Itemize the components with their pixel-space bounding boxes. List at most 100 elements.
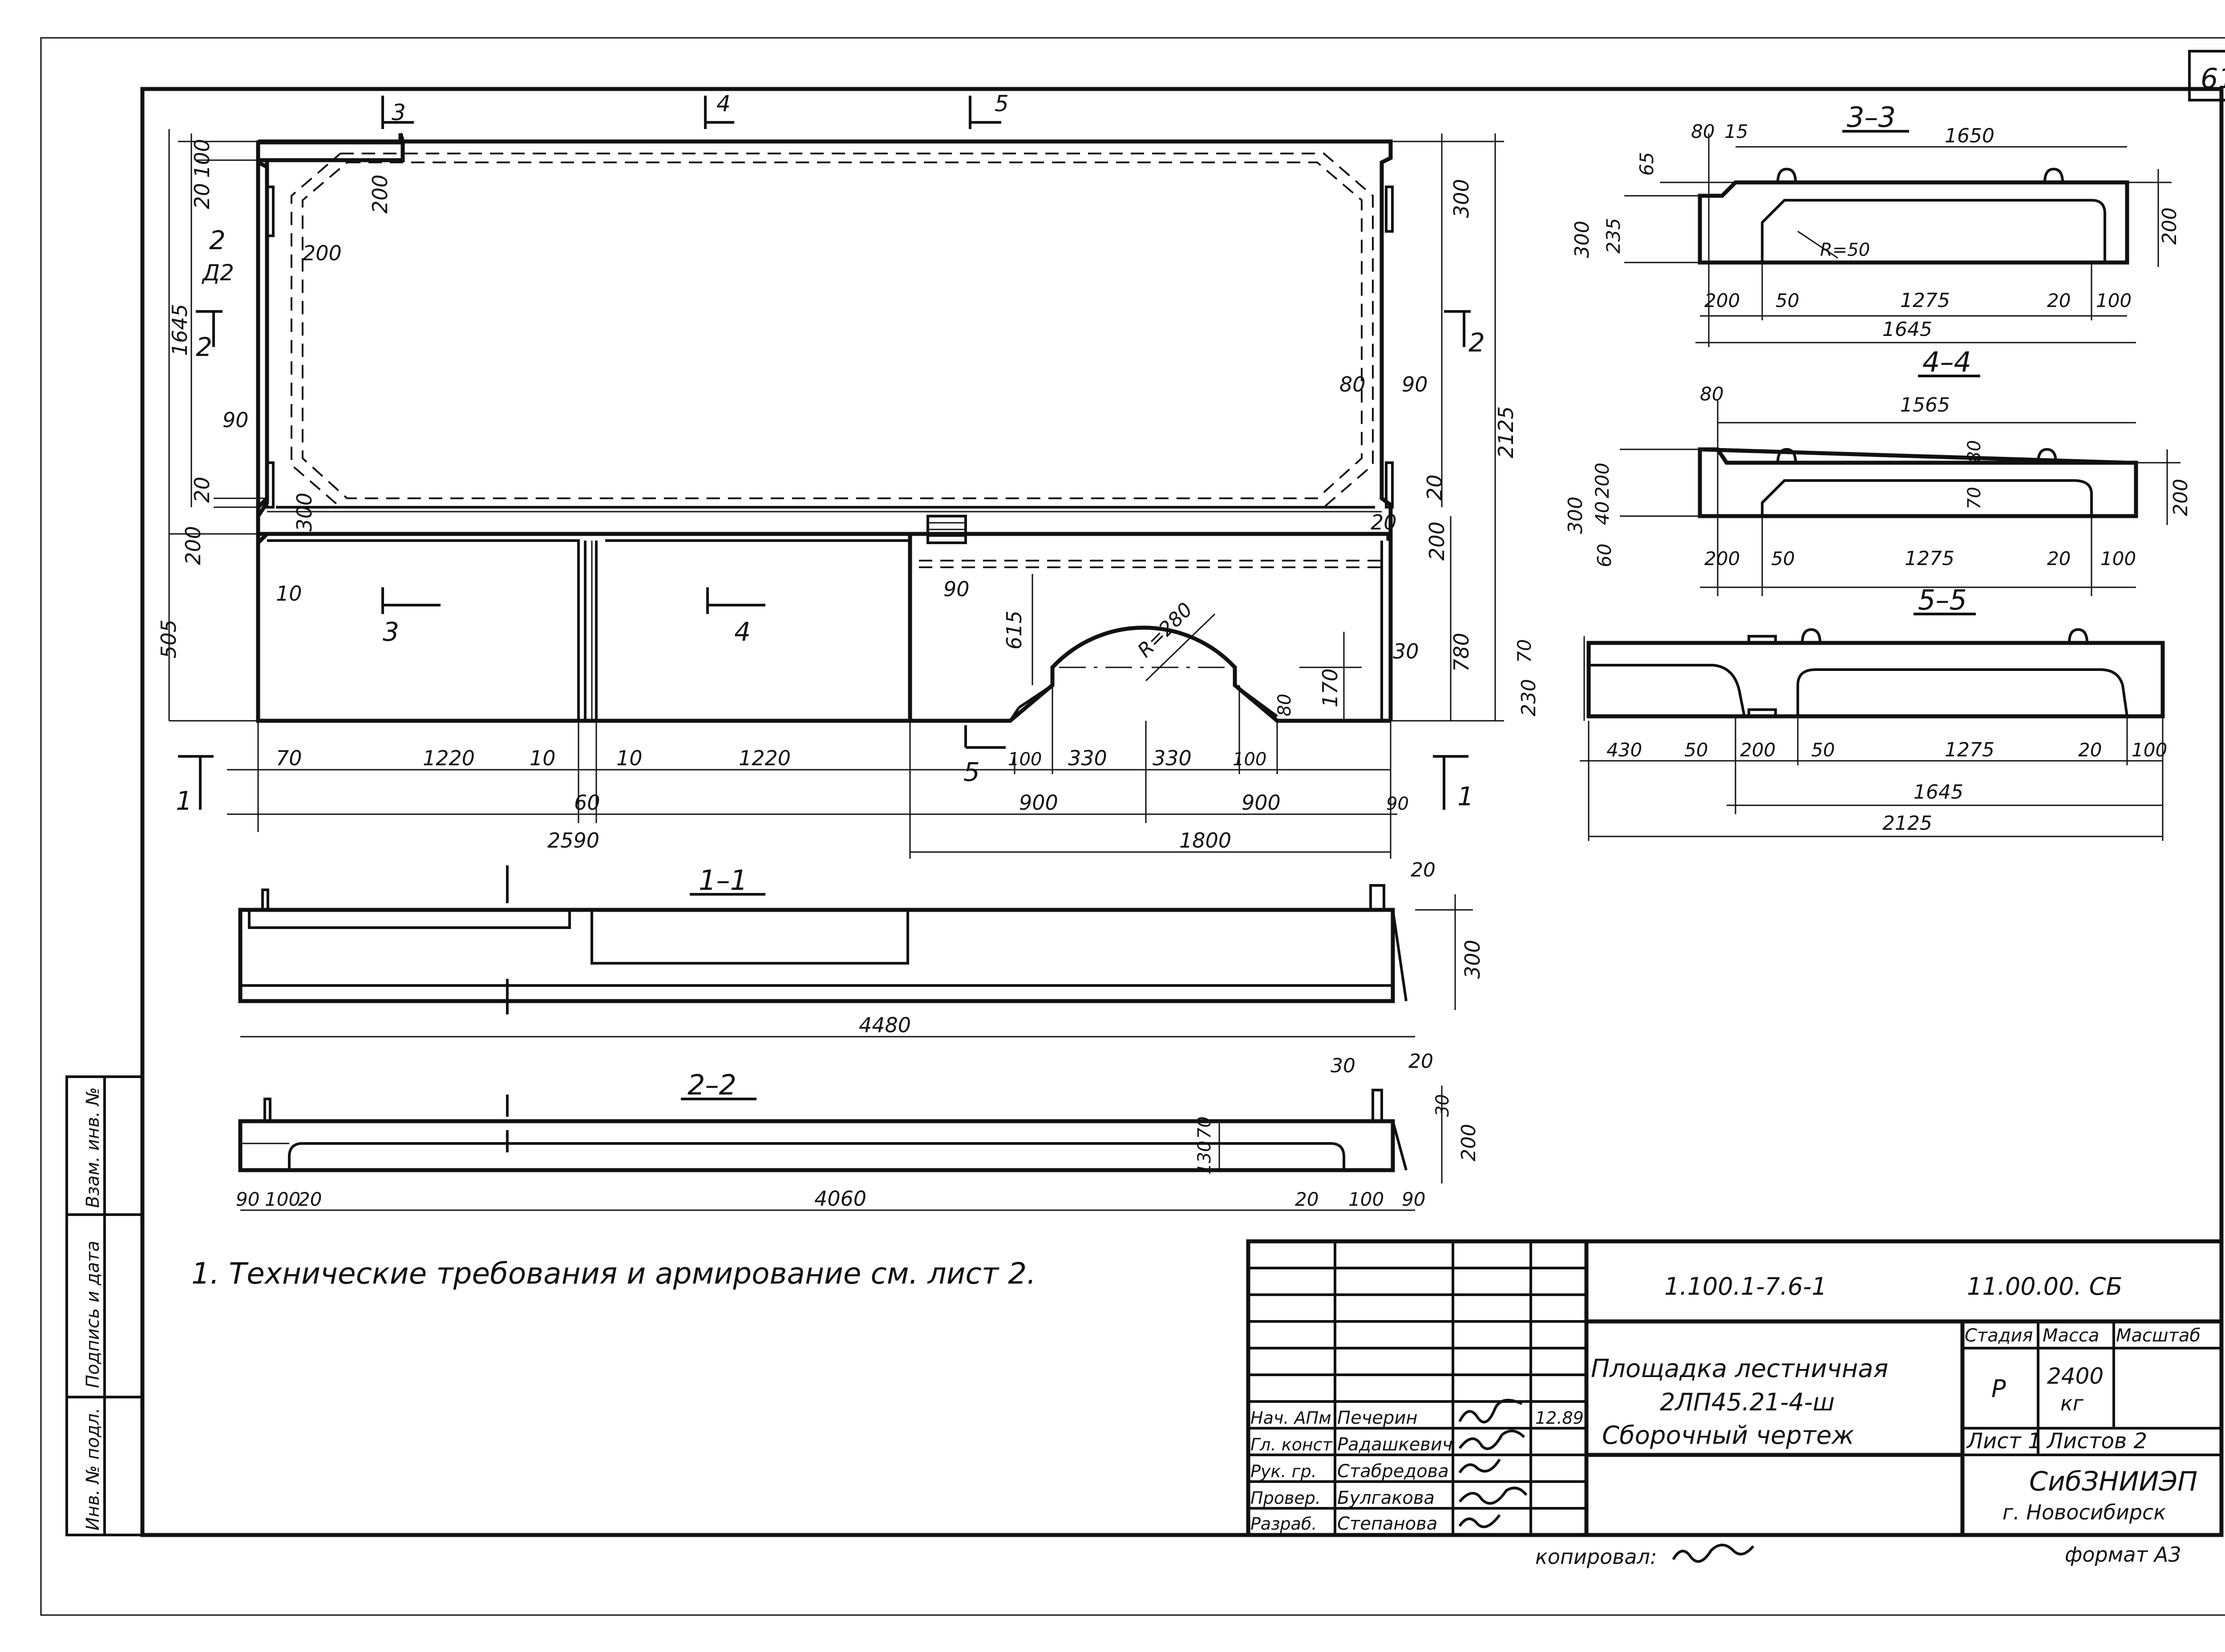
format-label: формат А3 [2065,1543,2181,1567]
org-name: СибЗНИИЭП [2029,1466,2197,1497]
mark-2: 2 [209,225,226,255]
copied-by-signature [1672,1543,1755,1563]
name-4: Степанова [1337,1514,1437,1534]
dim-5-5-430: 430 [1606,739,1642,761]
dim-plan-b330a: 330 [1068,746,1107,770]
dim-3-3-300: 300 [1571,221,1594,258]
dim-plan-b900a: 900 [1019,791,1058,815]
section-1-right: 1 [1457,781,1474,812]
dim-5-5-1275: 1275 [1945,739,1994,761]
dim-4-4-b20: 20 [2047,548,2071,570]
dim-plan-20b: 20 [190,477,214,503]
stamp-inv-original: Инв. № подл. [83,1408,103,1531]
dim-plan-200r: 200 [1425,521,1449,561]
section-3-label: 3 [383,617,399,647]
dim-3-3-200: 200 [1704,290,1740,311]
dim-plan-20r2: 20 [1371,510,1397,534]
dim-plan-b100b: 100 [1233,749,1266,770]
section-4-top: 4 [716,91,731,117]
mass-unit: кг [2060,1391,2084,1415]
dim-4-4-70: 70 [1964,487,1985,509]
dim-3-3-235: 235 [1602,218,1624,254]
dim-plan-b1220b: 1220 [739,746,791,770]
dim-3-3-50: 50 [1776,290,1799,311]
dim-plan-b1220a: 1220 [423,746,475,770]
dim-2-2-4060: 4060 [814,1187,866,1211]
role-0: Нач. АПм [1250,1408,1331,1428]
dim-5-5-200: 200 [1740,739,1776,761]
title-line-3: Сборочный чертеж [1602,1421,1854,1450]
dim-2-2-100b: 100 [1348,1188,1384,1210]
dim-4-4-80m: 80 [1964,440,1985,463]
dim-plan-20: 20 [190,183,214,209]
dim-plan-2125: 2125 [1494,406,1518,458]
role-1: Гл. конст [1250,1435,1333,1454]
dim-plan-100: 100 [190,139,214,178]
dim-plan-10: 10 [276,582,302,606]
section-3-3: 3–3 80 15 1650 65 300 235 R=50 200 200 5… [1571,101,2181,347]
dim-5-5-230: 230 [1517,679,1540,716]
dim-plan-300r: 300 [1449,179,1473,218]
dim-3-3-100: 100 [2096,290,2132,311]
dim-2-2-130: 130 [1194,1141,1215,1175]
dim-5-5-2125: 2125 [1882,812,1932,835]
dim-1-1-4480: 4480 [859,1013,911,1037]
org-city: г. Новосибирск [2002,1500,2166,1524]
dim-plan-b1800: 1800 [1179,828,1231,852]
signatures [1458,1399,1528,1528]
section-2-2: 2–2 70 130 30 20 30 200 90 100 20 4060 2… [236,1050,1480,1211]
note-text: 1. Технические требования и армирование … [191,1256,1036,1291]
dim-4-4-b100: 100 [2100,548,2136,570]
mass-header: Масса [2043,1325,2100,1346]
dim-plan-b2590: 2590 [547,828,599,852]
dim-3-3-1650: 1650 [1945,125,1994,147]
dim-plan-200b: 200 [303,241,342,265]
dim-plan-b60: 60 [574,791,600,815]
dim-1-1-300: 300 [1460,940,1485,979]
dim-plan-200a: 200 [368,174,392,214]
dim-5-5-1645: 1645 [1914,781,1963,804]
inner-frame [140,87,2224,1537]
dim-2-2-90b: 90 [1402,1188,1425,1210]
dim-4-4-200: 200 [1591,463,1613,498]
name-0: Печерин [1337,1408,1417,1428]
dim-2-2-30: 30 [1331,1054,1355,1077]
dim-2-2-70: 70 [1194,1116,1215,1139]
dim-2-2-20: 20 [1408,1050,1433,1073]
dim-plan-90a: 90 [222,408,249,432]
role-3: Провер. [1250,1488,1321,1508]
dim-plan-780: 780 [1449,633,1473,672]
dim-plan-80b: 80 [1274,694,1295,716]
sheet-count: Листов 2 [2046,1429,2147,1454]
sheet-index: Лист 1 [1966,1429,2041,1454]
dim-3-3-80: 80 [1691,121,1715,142]
dim-5-5-70: 70 [1513,639,1535,663]
mark-d2: Д2 [202,260,234,286]
section-3-top: 3 [392,100,406,125]
dim-3-3-1275: 1275 [1900,289,1950,312]
dim-4-4-40: 40 [1591,501,1613,525]
section-5-label: 5 [963,757,980,787]
dim-2-2-90: 90 [236,1188,259,1210]
sheet-number: 61 [2201,62,2225,95]
dim-1-1-20: 20 [1411,859,1436,881]
dim-plan-505: 505 [157,619,181,658]
role-4: Разраб. [1250,1514,1317,1534]
dim-5-5-20: 20 [2078,739,2102,761]
dim-plan-300: 300 [292,493,316,532]
dim-plan-b70: 70 [276,746,302,770]
dim-3-3-20: 20 [2047,290,2071,311]
dim-5-5-50: 50 [1684,739,1708,761]
section-3-3-title: 3–3 [1847,101,1896,133]
dim-plan-1645: 1645 [168,304,192,356]
dim-2-2-200: 200 [1457,1124,1480,1161]
dim-plan-170: 170 [1318,668,1342,707]
dim-3-3-15: 15 [1724,121,1748,142]
dim-plan-90m: 90 [943,577,970,601]
dim-4-4-b200: 200 [1704,548,1740,570]
name-3: Булгакова [1337,1488,1435,1508]
scale-header: Масштаб [2116,1325,2201,1346]
section-5-5: 5–5 70 230 430 50 200 50 1275 20 100 164… [1513,584,2167,841]
dim-4-4-1565: 1565 [1900,394,1950,416]
